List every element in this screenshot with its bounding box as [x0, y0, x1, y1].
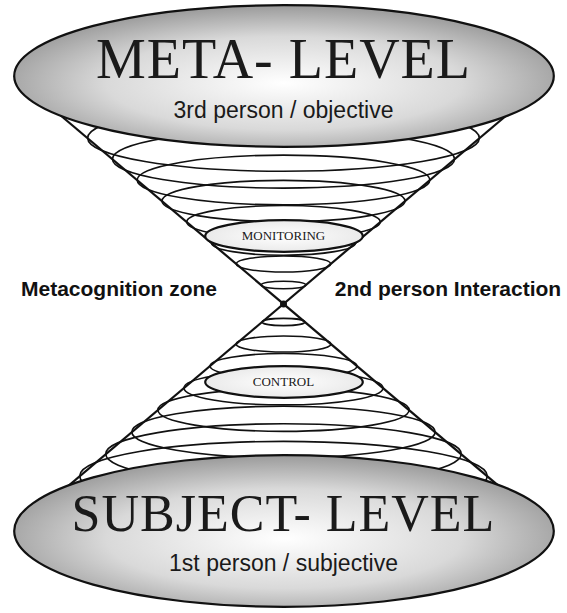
level-title: SUBJECT- LEVEL: [72, 487, 496, 542]
ellipse-shape: [14, 5, 554, 147]
subject-level-ellipse: SUBJECT- LEVEL 1st person / subjective: [13, 454, 555, 608]
apex-dot: [280, 301, 287, 308]
cone-ring: [132, 406, 435, 458]
side-label: Metacognition zone: [4, 276, 234, 301]
cone-ring: [236, 256, 330, 272]
cone-ring: [261, 281, 306, 289]
control-ellipse: CONTROL: [204, 365, 364, 399]
level-subtitle: 1st person / subjective: [169, 551, 398, 575]
cone-ring: [262, 318, 305, 325]
cone-ring: [162, 180, 405, 221]
side-label: 2nd person Interaction: [333, 276, 563, 301]
ellipse-shape: [205, 220, 363, 252]
process-label: CONTROL: [253, 375, 314, 389]
ellipse-shape: [205, 366, 363, 398]
monitoring-ellipse: MONITORING: [204, 219, 364, 253]
cone-rings: [80, 105, 488, 511]
meta-level-ellipse: META- LEVEL 3rd person / objective: [13, 4, 555, 148]
process-label: MONITORING: [242, 229, 326, 243]
ellipse-shape: [14, 455, 554, 607]
cone-ring: [236, 336, 331, 352]
level-title: META- LEVEL: [96, 30, 471, 89]
level-subtitle: 3rd person / objective: [174, 98, 394, 122]
